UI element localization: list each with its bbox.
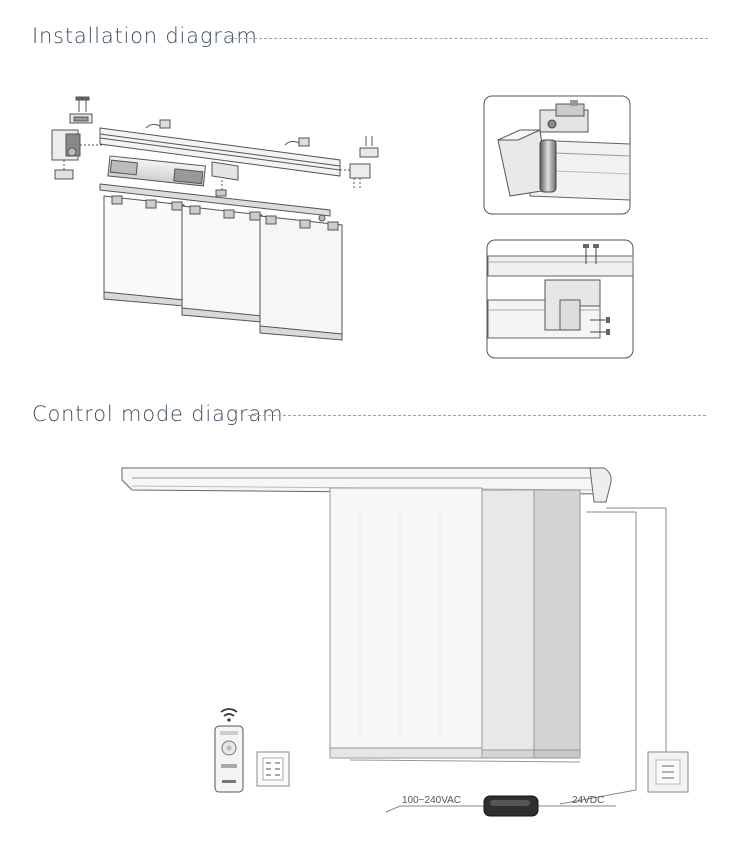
control-title-divider [248, 415, 706, 416]
screw-icon [75, 96, 90, 112]
installation-title-divider [224, 38, 708, 39]
remote-control-icon [214, 708, 244, 793]
end-cap-icon [51, 129, 81, 161]
detail-motor-end [483, 95, 631, 215]
bracket-icon [69, 113, 93, 124]
blind-panel-2 [481, 489, 535, 759]
track-rail [99, 127, 341, 177]
blind-panel-3 [533, 489, 581, 759]
installation-title: Installation diagram [32, 24, 260, 48]
hook-icon [145, 119, 310, 147]
blind-panel-1 [329, 487, 483, 759]
motor-coil-icon [539, 139, 557, 193]
control-title: Control mode diagram [32, 402, 286, 426]
exploded-assembly [51, 96, 379, 341]
clip-icon [54, 169, 74, 180]
control-assembly: 100~240VAC 24VDC [121, 467, 689, 817]
wall-keypad-icon [256, 751, 290, 787]
detail-bracket [486, 239, 634, 359]
wall-switch-icon [647, 751, 689, 793]
carrier-rail [99, 183, 331, 217]
panel-3 [259, 215, 343, 341]
motor-icon [107, 155, 207, 187]
power-adapter-icon [483, 795, 539, 817]
panel-1 [103, 195, 185, 307]
dc-voltage-label: 24VDC [572, 795, 604, 806]
ac-voltage-label: 100~240VAC [402, 795, 461, 806]
panel-2 [181, 205, 263, 323]
mounting-plate-icon [211, 161, 239, 197]
